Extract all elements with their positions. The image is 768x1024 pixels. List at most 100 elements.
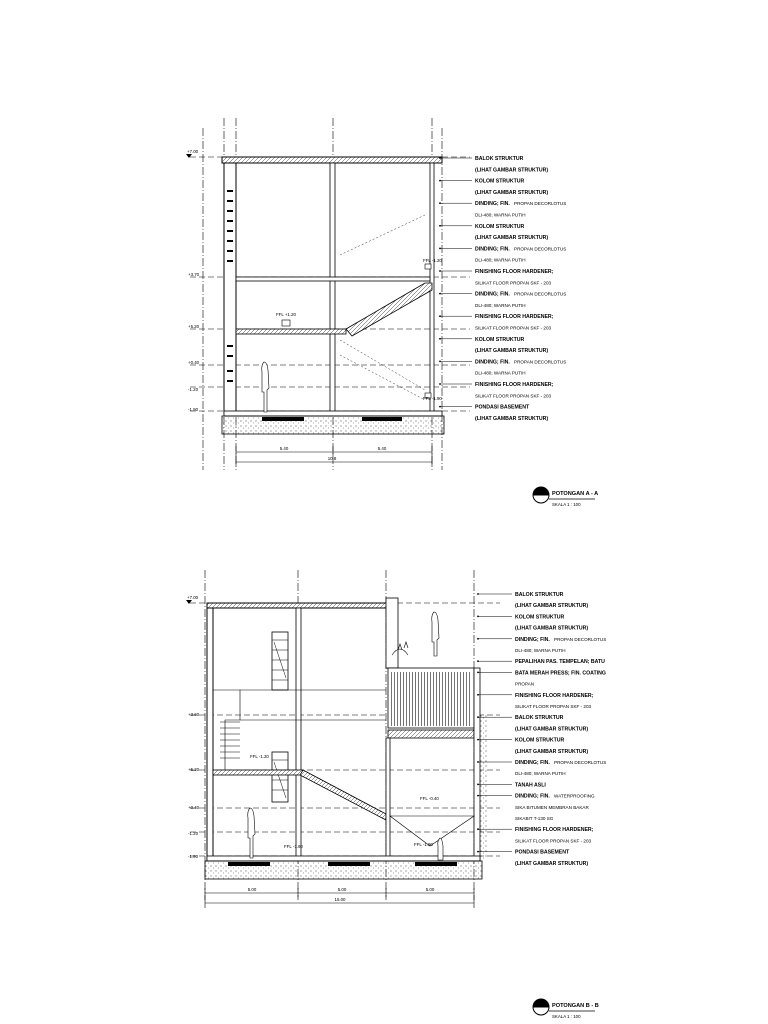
section-a-title: POTONGAN A - A xyxy=(552,491,598,497)
note-bold-text: TANAH ASLI xyxy=(515,782,546,788)
note-leader-dot xyxy=(439,179,441,182)
note-bold-text: DINDING; FIN. xyxy=(475,359,510,365)
note-leader-dot xyxy=(477,637,479,640)
note-leader-dot xyxy=(439,315,441,318)
note-bold-text: FINISHING FLOOR HARDENER; xyxy=(515,827,594,833)
level-label: +5.20 xyxy=(188,767,200,772)
note-leader-dot xyxy=(477,783,479,786)
ffl-label: FFL +1.20 xyxy=(276,312,297,317)
note-bold-text: FINISHING FLOOR HARDENER; xyxy=(475,269,554,275)
note-bold-text: (LIHAT GAMBAR STRUKTUR) xyxy=(475,190,548,196)
note-bold-text: DINDING; FIN. xyxy=(475,292,510,298)
note-detail-text: DLI-480; WARNA PUTIH xyxy=(515,771,566,776)
note-detail-text: PROPAN DECORLOTUS xyxy=(514,292,566,297)
dimension-label: 10.8 xyxy=(328,456,337,461)
note-leader-dot xyxy=(477,716,479,719)
note-bold-text: PEPALIHAN PAS. TEMPELAN; BATU xyxy=(515,659,605,665)
note-bold-text: (LIHAT GAMBAR STRUKTUR) xyxy=(515,726,588,732)
note-detail-text: DLI-480; WARNA PUTIH xyxy=(515,648,566,653)
note-bold-text: KOLOM STRUKTUR xyxy=(515,614,565,620)
note-bold-text: BALOK STRUKTUR xyxy=(475,156,524,162)
section-b-title-block: POTONGAN B - B SKALA 1 : 100 xyxy=(532,998,599,1019)
ffl-label: FFL -1.90 xyxy=(423,396,442,401)
note-bold-text: DINDING; FIN. xyxy=(515,794,550,800)
level-label: +5.20 xyxy=(188,324,200,329)
note-bold-text: (LIHAT GAMBAR STRUKTUR) xyxy=(475,167,548,173)
note-detail-text: PROPAN DECORLOTUS xyxy=(554,760,606,765)
note-leader-dot xyxy=(439,270,441,272)
section-b-levels: +7.00+3.60+5.20+0.40-1.20-1.90 xyxy=(187,595,200,859)
ffl-label: FFL -1.20 xyxy=(250,754,269,759)
section-b-scale: SKALA 1 : 100 xyxy=(552,1014,581,1019)
dimension-label: 5.00 xyxy=(248,887,257,892)
note-leader-dot xyxy=(477,693,479,696)
note-leader-dot xyxy=(439,405,441,408)
note-bold-text: (LIHAT GAMBAR STRUKTUR) xyxy=(475,348,548,354)
note-leader-dot xyxy=(477,660,479,663)
note-detail-text: WATERPROOFING xyxy=(554,794,595,799)
note-leader-dot xyxy=(439,247,441,250)
ffl-label: FFL -1.90 xyxy=(284,844,303,849)
note-leader-dot xyxy=(477,593,479,595)
note-leader-dot xyxy=(477,794,479,797)
note-detail-text: SILIKAT FLOOR PROPAN SKF - 203 xyxy=(475,326,552,331)
note-detail-text: DLI-480; WARNA PUTIH xyxy=(475,303,526,308)
level-label: -1.20 xyxy=(188,387,199,392)
section-a-title-block: POTONGAN A - A SKALA 1 : 100 xyxy=(532,486,598,507)
note-bold-text: (LIHAT GAMBAR STRUKTUR) xyxy=(475,235,548,241)
note-bold-text: KOLOM STRUKTUR xyxy=(475,224,525,230)
note-detail-text: PROPAN DECORLOTUS xyxy=(514,201,566,206)
note-leader-dot xyxy=(477,671,479,674)
note-detail-text: DLI-480; WARNA PUTIH xyxy=(475,371,526,376)
dimension-label: 5.00 xyxy=(338,887,347,892)
note-bold-text: BATA MERAH PRESS; FIN. COATING xyxy=(515,670,606,676)
section-b-title: POTONGAN B - B xyxy=(552,1003,599,1009)
dimension-label: 5.00 xyxy=(426,887,435,892)
left-wall-windows-a xyxy=(227,190,233,382)
note-detail-text: SILIKAT FLOOR PROPAN SKF - 203 xyxy=(515,704,592,709)
note-detail-text: DLI-480; WARNA PUTIH xyxy=(475,258,526,263)
note-bold-text: DINDING; FIN. xyxy=(475,246,510,252)
note-leader-dot xyxy=(477,850,479,853)
note-bold-text: KOLOM STRUKTUR xyxy=(475,337,525,343)
footings-b xyxy=(228,862,457,866)
note-bold-text: DINDING; FIN. xyxy=(515,760,550,766)
note-leader-dot xyxy=(477,828,479,831)
note-bold-text: KOLOM STRUKTUR xyxy=(475,179,525,185)
note-bold-text: BALOK STRUKTUR xyxy=(515,715,564,721)
note-bold-text: DINDING; FIN. xyxy=(475,201,510,207)
note-leader-dot xyxy=(439,292,441,295)
note-bold-text: FINISHING FLOOR HARDENER; xyxy=(475,382,554,388)
level-label: -1.90 xyxy=(188,407,199,412)
level-label: +3.60 xyxy=(188,712,200,717)
note-detail-text: PROPAN DECORLOTUS xyxy=(554,637,606,642)
level-top-label: +7.00 xyxy=(187,149,199,154)
ffl-label: FFL -0.40 xyxy=(420,796,439,801)
left-louvers-b xyxy=(220,721,240,759)
note-detail-text: SIKABIT T-130 SG xyxy=(515,816,554,821)
level-label: +0.40 xyxy=(188,360,200,365)
note-leader-dot xyxy=(439,383,441,385)
note-leader-dot xyxy=(439,224,441,227)
note-leader-dot xyxy=(477,615,479,618)
level-lines-b xyxy=(190,602,500,857)
note-bold-text: PONDASI BASEMENT xyxy=(475,405,530,411)
note-bold-text: FINISHING FLOOR HARDENER; xyxy=(475,314,554,320)
footings-a xyxy=(262,417,402,421)
note-bold-text: PONDASI BASEMENT xyxy=(515,850,570,856)
level-label: +0.40 xyxy=(188,805,200,810)
dimension-label: 5.40 xyxy=(378,446,387,451)
note-bold-text: BALOK STRUKTUR xyxy=(515,592,564,598)
note-leader-dot xyxy=(477,738,479,741)
note-leader-dot xyxy=(477,761,479,763)
section-a-scale: SKALA 1 : 100 xyxy=(552,502,581,507)
level-top-label: +7.00 xyxy=(187,595,199,600)
section-a-levels: +7.00+3.70+5.20+0.40-1.20-1.90 xyxy=(187,149,200,412)
note-detail-text: PROPAN DECORLOTUS xyxy=(514,359,566,364)
note-bold-text: (LIHAT GAMBAR STRUKTUR) xyxy=(475,416,548,422)
